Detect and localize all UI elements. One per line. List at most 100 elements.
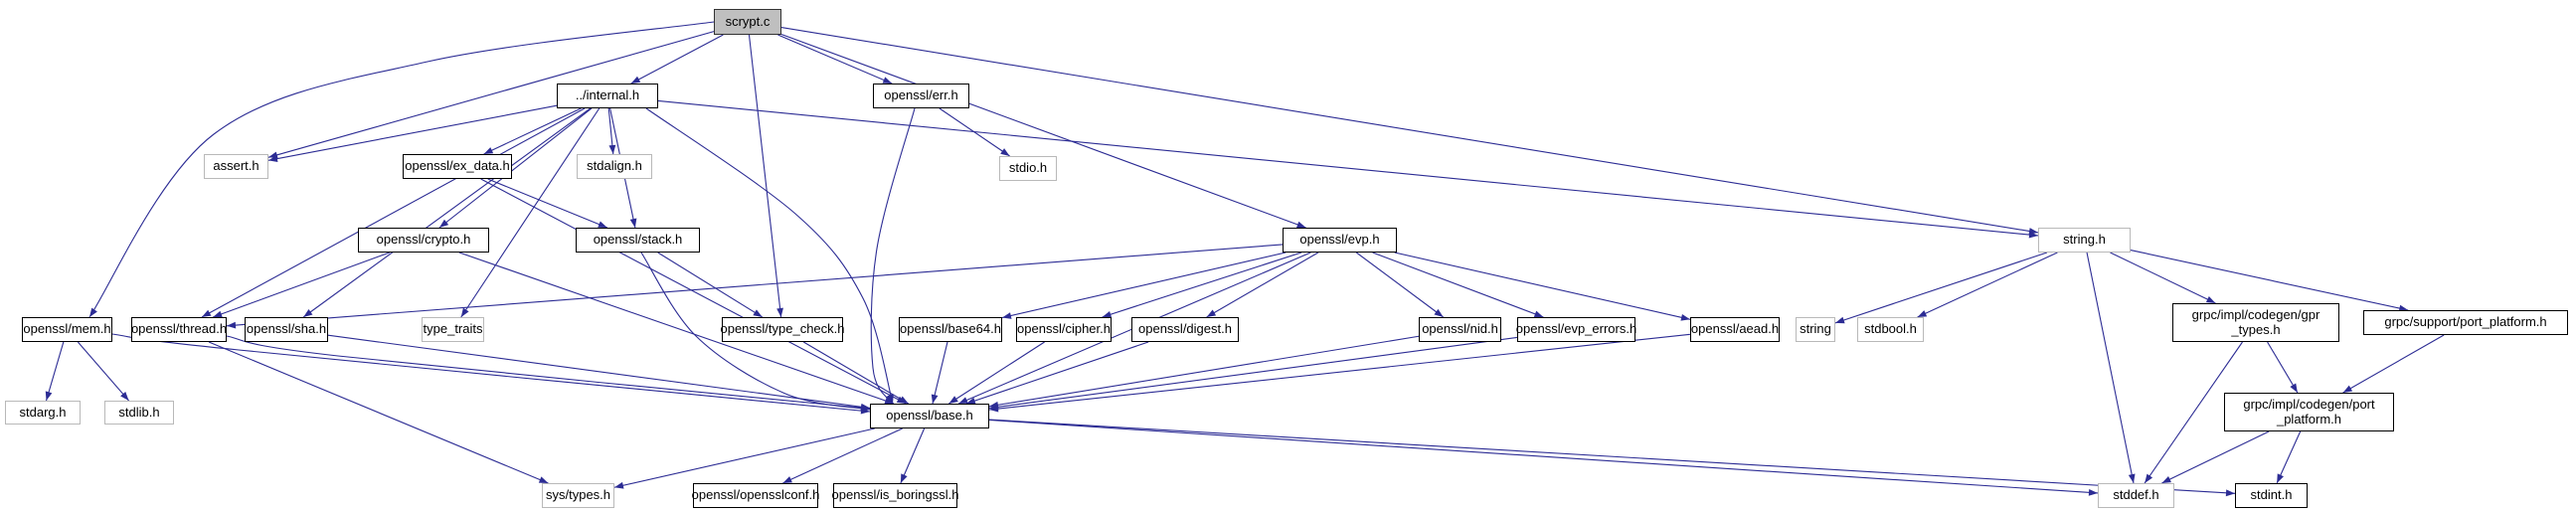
node-label: stddef.h — [2113, 487, 2159, 503]
arrowhead-evp_h-to-digest_h — [1206, 309, 1217, 317]
edge-ex_data_h-to-stack_h — [487, 178, 608, 229]
edge-thread_h-to-sys_types_h — [208, 341, 549, 484]
edge-gpr_types_h-to-codegen_port_platform_h — [2267, 341, 2299, 394]
node-label: scrypt.c — [725, 13, 771, 29]
node-stdio-h: stdio.h — [999, 156, 1057, 181]
arrowhead-internal_h-to-crypto_h — [438, 219, 449, 228]
edge-sha_h-to-base_h — [327, 334, 871, 409]
edge-codegen_port_platform_h-to-stddef_h — [2161, 430, 2270, 484]
arrowhead-internal_h-to-ex_data_h — [483, 147, 494, 154]
edge-gpr_types_h-to-stddef_h — [2144, 341, 2243, 484]
node-label: openssl/cipher.h — [1017, 321, 1111, 337]
node-label: openssl/sha.h — [246, 321, 327, 337]
node-type-traits: type_traits — [422, 317, 484, 342]
arrowhead-scrypt_c-to-err_h — [882, 77, 893, 84]
edge-internal_h-to-thread_h — [201, 107, 586, 318]
arrowhead-evp_h-to-base_h — [958, 397, 968, 404]
node-nid-h[interactable]: openssl/nid.h — [1419, 317, 1501, 342]
edge-evp_h-to-cipher_h — [1102, 252, 1302, 318]
edge-evp_h-to-base64_h — [1001, 252, 1287, 319]
edge-scrypt_c-to-evp_h — [780, 34, 1306, 229]
edge-codegen_port_platform_h-to-stdint_h — [2276, 430, 2302, 484]
node-support-port-platform-h[interactable]: grpc/support/port_platform.h — [2363, 310, 2568, 335]
node-stack-h[interactable]: openssl/stack.h — [576, 228, 700, 253]
edge-stack_h-to-type_check_h — [657, 252, 764, 318]
edge-string_h-to-support_port_platform_h — [2130, 250, 2409, 311]
edge-evp_h-to-nid_h — [1355, 252, 1445, 318]
node-label: openssl/thread.h — [130, 321, 228, 337]
node-gpr-types-h[interactable]: grpc/impl/codegen/gpr _types.h — [2172, 303, 2339, 342]
arrowhead-evp_h-to-aead_h — [1680, 314, 1690, 321]
edge-thread_h-to-base_h — [226, 335, 871, 410]
edge-err_h-to-base_h — [870, 107, 916, 405]
arrowhead-crypto_h-to-base_h — [884, 397, 895, 405]
edge-internal_h-to-string_h — [657, 99, 2039, 237]
arrowhead-base64_h-to-base_h — [931, 394, 939, 404]
arrowhead-base_h-to-opensslconf_h — [782, 476, 792, 483]
node-sha-h[interactable]: openssl/sha.h — [245, 317, 328, 342]
node-mem-h[interactable]: openssl/mem.h — [22, 317, 112, 342]
edge-internal_h-to-base_h — [645, 107, 894, 405]
node-label: grpc/impl/codegen/port _platform.h — [2243, 396, 2375, 427]
arrowhead-sha_h-to-base_h — [860, 403, 870, 411]
node-evp-errors-h[interactable]: openssl/evp_errors.h — [1515, 317, 1637, 342]
edge-base64_h-to-base_h — [932, 341, 948, 405]
arrowhead-type_check_h-to-base_h — [899, 396, 909, 404]
arrowhead-scrypt_c-to-internal_h — [630, 76, 641, 84]
arrowhead-gpr_types_h-to-stddef_h — [2145, 473, 2153, 483]
node-label: stdarg.h — [19, 404, 67, 420]
edge-internal_h-to-sha_h — [302, 107, 592, 318]
node-sys-types-h: sys/types.h — [542, 483, 614, 508]
node-is-boringssl-h[interactable]: openssl/is_boringssl.h — [832, 483, 958, 508]
node-ex-data-h[interactable]: openssl/ex_data.h — [403, 154, 512, 179]
arrowhead-string_h-to-support_port_platform_h — [2398, 304, 2409, 312]
edge-internal_h-to-assert_h — [267, 104, 558, 161]
node-aead-h[interactable]: openssl/aead.h — [1690, 317, 1780, 342]
node-thread-h[interactable]: openssl/thread.h — [131, 317, 227, 342]
node-label: assert.h — [213, 158, 259, 174]
node-label: stdint.h — [2250, 487, 2293, 503]
node-base64-h[interactable]: openssl/base64.h — [899, 317, 1002, 342]
node-label: openssl/evp.h — [1299, 232, 1380, 248]
node-label: grpc/support/port_platform.h — [2384, 314, 2547, 330]
node-label: type_traits — [423, 321, 483, 337]
node-opensslconf-h[interactable]: openssl/opensslconf.h — [692, 483, 819, 508]
node-internal-h[interactable]: ../internal.h — [557, 84, 658, 108]
arrowhead-internal_h-to-stdalign_h — [608, 144, 616, 154]
node-evp-h[interactable]: openssl/evp.h — [1283, 228, 1397, 253]
arrowhead-stack_h-to-type_check_h — [753, 309, 763, 317]
edge-cipher_h-to-base_h — [948, 341, 1045, 405]
arrowhead-codegen_port_platform_h-to-stddef_h — [2161, 476, 2171, 483]
edge-base_h-to-stdint_h — [988, 419, 2236, 494]
arrowhead-scrypt_c-to-mem_h — [89, 307, 97, 317]
node-label: openssl/evp_errors.h — [1515, 321, 1637, 337]
edge-string_h-to-stdbool_h — [1917, 252, 2058, 318]
edge-base_h-to-opensslconf_h — [782, 427, 903, 484]
edge-err_h-to-stdio_h — [939, 107, 1010, 157]
node-cipher-h[interactable]: openssl/cipher.h — [1016, 317, 1112, 342]
node-label: openssl/type_check.h — [720, 321, 845, 337]
node-crypto-h[interactable]: openssl/crypto.h — [358, 228, 489, 253]
node-label: stdio.h — [1008, 160, 1048, 176]
edge-evp_errors_h-to-base_h — [988, 336, 1518, 410]
arrowhead-digest_h-to-base_h — [965, 397, 976, 405]
node-label: openssl/base64.h — [900, 321, 1001, 337]
node-err-h[interactable]: openssl/err.h — [873, 84, 969, 108]
arrowhead-string_h-to-stddef_h — [2128, 473, 2136, 483]
arrowhead-mem_h-to-stdarg_h — [45, 391, 53, 401]
edge-base_h-to-stddef_h — [988, 419, 2099, 494]
node-stdarg-h: stdarg.h — [5, 401, 81, 425]
edge-internal_h-to-type_traits — [460, 107, 601, 318]
node-stdalign-h: stdalign.h — [577, 154, 652, 179]
node-label: stdlib.h — [118, 404, 160, 420]
node-codegen-port-platform-h[interactable]: grpc/impl/codegen/port _platform.h — [2224, 393, 2394, 431]
node-stdint-h[interactable]: stdint.h — [2235, 483, 2308, 508]
node-base-h[interactable]: openssl/base.h — [870, 404, 989, 428]
node-type-check-h[interactable]: openssl/type_check.h — [720, 317, 845, 342]
arrowhead-aead_h-to-base_h — [989, 405, 999, 413]
arrowhead-internal_h-to-assert_h — [268, 155, 278, 162]
edge-mem_h-to-stdlib_h — [77, 341, 129, 402]
node-digest-h[interactable]: openssl/digest.h — [1131, 317, 1239, 342]
